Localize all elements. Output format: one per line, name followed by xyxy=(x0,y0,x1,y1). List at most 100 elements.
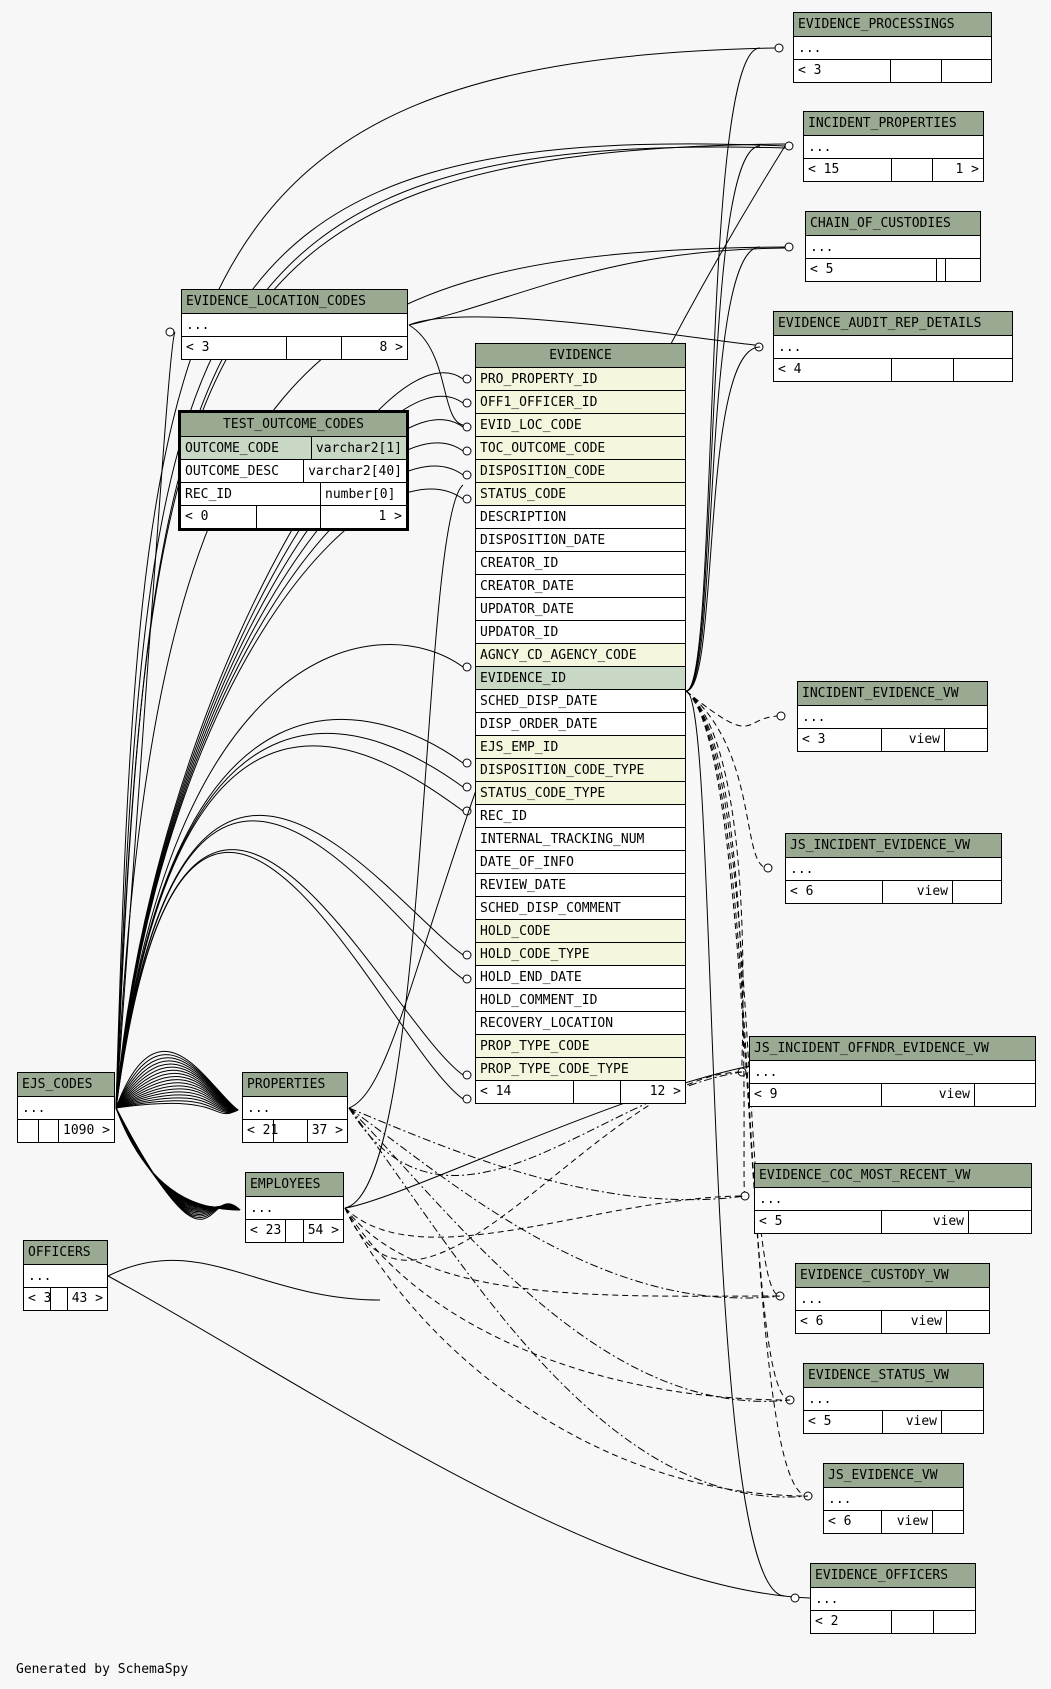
column-recovery-location[interactable]: RECOVERY_LOCATION xyxy=(476,1012,685,1035)
table-columns-collapsed[interactable]: ... xyxy=(755,1188,1031,1211)
table-columns-collapsed[interactable]: ... xyxy=(796,1288,989,1311)
column-ejs-emp-id[interactable]: EJS_EMP_ID xyxy=(476,736,685,759)
relationship-line xyxy=(685,246,761,692)
footer-cell: < 5 xyxy=(759,1214,783,1229)
relationship-line xyxy=(408,316,756,346)
table-evidence-audit-rep-details[interactable]: EVIDENCE_AUDIT_REP_DETAILS...< 4 xyxy=(773,311,1013,382)
column-agncy-cd-agency-code[interactable]: AGNCY_CD_AGENCY_CODE xyxy=(476,644,685,667)
table-footer: < 5 xyxy=(806,259,980,281)
table-evidence-officers[interactable]: EVIDENCE_OFFICERS...< 2 xyxy=(810,1563,976,1634)
table-columns-collapsed[interactable]: ... xyxy=(794,37,991,60)
column-sched-disp-date[interactable]: SCHED_DISP_DATE xyxy=(476,690,685,713)
relationship-line xyxy=(685,690,786,1597)
column-review-date[interactable]: REVIEW_DATE xyxy=(476,874,685,897)
column-internal-tracking-num[interactable]: INTERNAL_TRACKING_NUM xyxy=(476,828,685,851)
footer-cell: view xyxy=(881,1211,968,1233)
relationship-line xyxy=(685,690,781,1297)
relationship-endpoint xyxy=(776,711,786,721)
relationship-line xyxy=(115,851,464,1109)
column-pro-property-id[interactable]: PRO_PROPERTY_ID xyxy=(476,368,685,391)
relationship-line xyxy=(115,849,464,1109)
footer-cell xyxy=(932,1511,963,1533)
table-columns-collapsed[interactable]: ... xyxy=(804,1388,983,1411)
table-columns-collapsed[interactable]: ... xyxy=(774,336,1012,359)
relationship-line xyxy=(115,1079,239,1111)
column-row[interactable]: OUTCOME_CODE varchar2[1] xyxy=(181,437,406,460)
relationship-endpoint xyxy=(462,1070,472,1080)
footer-cell: 43 > xyxy=(66,1288,107,1310)
column-description[interactable]: DESCRIPTION xyxy=(476,506,685,529)
table-chain-of-custodies[interactable]: CHAIN_OF_CUSTODIES...< 5 xyxy=(805,211,981,282)
relationship-line xyxy=(115,246,786,1109)
footer-cell xyxy=(891,1611,933,1633)
footer-cell xyxy=(573,1081,620,1103)
table-evidence-processings[interactable]: EVIDENCE_PROCESSINGS...< 3 xyxy=(793,12,992,83)
column-updator-date[interactable]: UPDATOR_DATE xyxy=(476,598,685,621)
relationship-line xyxy=(115,644,464,1109)
column-off1-officer-id[interactable]: OFF1_OFFICER_ID xyxy=(476,391,685,414)
column-sched-disp-comment[interactable]: SCHED_DISP_COMMENT xyxy=(476,897,685,920)
column-evid-loc-code[interactable]: EVID_LOC_CODE xyxy=(476,414,685,437)
column-creator-id[interactable]: CREATOR_ID xyxy=(476,552,685,575)
column-rec-id[interactable]: REC_ID xyxy=(476,805,685,828)
column-row[interactable]: REC_ID number[0] xyxy=(181,483,406,506)
column-prop-type-code[interactable]: PROP_TYPE_CODE xyxy=(476,1035,685,1058)
table-columns-collapsed[interactable]: ... xyxy=(24,1265,107,1288)
table-ejs-codes[interactable]: EJS_CODES...1090 > xyxy=(17,1072,115,1143)
column-disp-order-date[interactable]: DISP_ORDER_DATE xyxy=(476,713,685,736)
table-columns-collapsed[interactable]: ... xyxy=(750,1061,1035,1084)
column-disposition-date[interactable]: DISPOSITION_DATE xyxy=(476,529,685,552)
table-columns-collapsed[interactable]: ... xyxy=(806,236,980,259)
table-columns-collapsed[interactable]: ... xyxy=(811,1588,975,1611)
column-hold-code-type[interactable]: HOLD_CODE_TYPE xyxy=(476,943,685,966)
table-columns-collapsed[interactable]: ... xyxy=(243,1097,347,1120)
column-date-of-info[interactable]: DATE_OF_INFO xyxy=(476,851,685,874)
column-creator-date[interactable]: CREATOR_DATE xyxy=(476,575,685,598)
table-columns-collapsed[interactable]: ... xyxy=(804,136,983,159)
table-columns-collapsed[interactable]: ... xyxy=(798,706,987,729)
relationship-line xyxy=(115,1107,241,1211)
column-disposition-code[interactable]: DISPOSITION_CODE xyxy=(476,460,685,483)
column-evidence-id[interactable]: EVIDENCE_ID xyxy=(476,667,685,690)
column-name: OUTCOME_CODE xyxy=(185,441,279,456)
column-hold-code[interactable]: HOLD_CODE xyxy=(476,920,685,943)
column-hold-end-date[interactable]: HOLD_END_DATE xyxy=(476,966,685,989)
column-type: varchar2[1] xyxy=(310,437,406,459)
column-row[interactable]: OUTCOME_DESC varchar2[40] xyxy=(181,460,406,483)
column-disposition-code-type[interactable]: DISPOSITION_CODE_TYPE xyxy=(476,759,685,782)
column-toc-outcome-code[interactable]: TOC_OUTCOME_CODE xyxy=(476,437,685,460)
footer-cell: < 5 xyxy=(808,1414,832,1429)
table-title: EVIDENCE_LOCATION_CODES xyxy=(182,290,407,314)
table-columns-collapsed[interactable]: ... xyxy=(786,858,1001,881)
table-columns-collapsed[interactable]: ... xyxy=(182,314,407,337)
column-prop-type-code-type[interactable]: PROP_TYPE_CODE_TYPE xyxy=(476,1058,685,1081)
table-columns-collapsed[interactable]: ... xyxy=(18,1097,114,1120)
table-title: EVIDENCE_AUDIT_REP_DETAILS xyxy=(774,312,1012,336)
table-columns-collapsed[interactable]: ... xyxy=(824,1488,963,1511)
relationship-endpoint xyxy=(462,422,472,432)
column-status-code-type[interactable]: STATUS_CODE_TYPE xyxy=(476,782,685,805)
table-columns-collapsed[interactable]: ... xyxy=(246,1197,343,1220)
table-test-outcome-codes[interactable]: TEST_OUTCOME_CODES OUTCOME_CODE varchar2… xyxy=(178,410,409,531)
column-hold-comment-id[interactable]: HOLD_COMMENT_ID xyxy=(476,989,685,1012)
footer-cell: < 2 xyxy=(815,1614,839,1629)
column-status-code[interactable]: STATUS_CODE xyxy=(476,483,685,506)
column-updator-id[interactable]: UPDATOR_ID xyxy=(476,621,685,644)
relationship-line xyxy=(408,247,786,326)
table-title: EJS_CODES xyxy=(18,1073,114,1097)
